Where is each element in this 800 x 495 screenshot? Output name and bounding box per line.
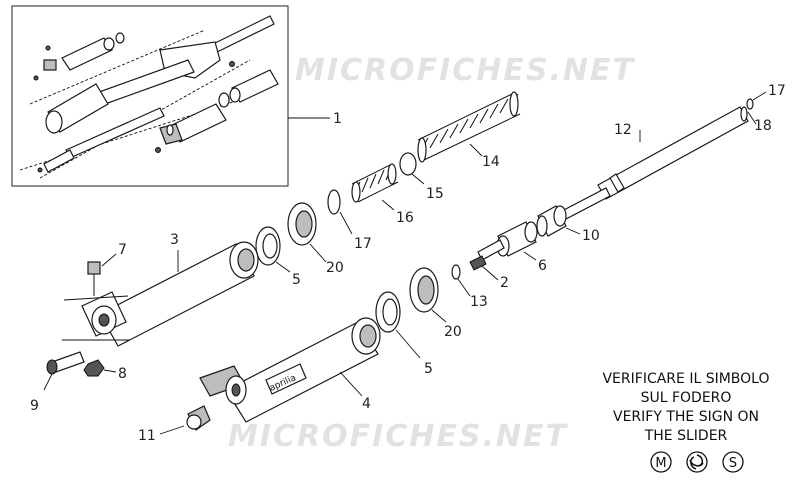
part-16-preload-spring <box>351 163 399 203</box>
part-15-spacer <box>399 152 417 176</box>
callout-2: 2 <box>500 275 509 291</box>
callout-20-lower: 20 <box>444 324 462 340</box>
symbol-s <box>722 451 744 473</box>
callout-5-upper: 5 <box>292 272 301 288</box>
part-11-piston <box>536 205 567 237</box>
part-6-bush <box>477 221 538 261</box>
part-20-seal-lower <box>409 267 439 313</box>
part-5-ring-lower <box>375 291 401 333</box>
part-13-washer <box>451 264 461 280</box>
callout-6: 6 <box>538 258 547 274</box>
callout-11: 10 <box>582 228 600 244</box>
callout-8: 8 <box>118 366 127 382</box>
callout-7: 7 <box>118 242 127 258</box>
part-7-screw <box>87 261 101 296</box>
note-line-2: SUL FODERO <box>641 390 732 406</box>
callout-9: 9 <box>30 398 39 414</box>
callout-3: 3 <box>170 232 179 248</box>
part-8-nut <box>83 359 105 377</box>
note-line-1: VERIFICARE IL SIMBOLO <box>602 371 769 387</box>
part-12-damper-tube <box>559 106 749 221</box>
spiral-icon <box>689 454 704 470</box>
watermark-bottom: MICROFICHES.NET <box>228 419 569 454</box>
note-line-4: THE SLIDER <box>644 428 728 444</box>
callout-19: 18 <box>754 118 772 134</box>
part-17-washer <box>327 189 341 215</box>
assembly-inset <box>11 5 289 187</box>
callout-4: 4 <box>362 396 371 412</box>
callout-17: 17 <box>354 236 372 252</box>
note-line-3: VERIFY THE SIGN ON <box>613 409 759 425</box>
callout-16: 16 <box>396 210 414 226</box>
part-20-seal-upper <box>287 202 317 246</box>
slider-symbols: M S <box>650 451 744 473</box>
part-3-slider <box>62 241 259 347</box>
symbol-m-label: M <box>655 456 666 471</box>
callout-18: 17 <box>768 83 786 99</box>
part-9-bolt <box>46 351 85 375</box>
callout-13: 13 <box>470 294 488 310</box>
part-18-washer <box>746 98 754 110</box>
symbol-s-label: S <box>729 456 737 471</box>
part-4-slider: aprilia <box>199 317 381 423</box>
part-10-cap-nut <box>186 405 211 431</box>
watermark-top: MICROFICHES.NET <box>295 53 636 88</box>
symbol-m <box>650 451 672 473</box>
callout-15: 15 <box>426 186 444 202</box>
part-5-ring-upper <box>255 226 281 266</box>
callout-1: 1 <box>333 111 342 127</box>
slider-sign-note: VERIFICARE IL SIMBOLO SUL FODERO VERIFY … <box>602 371 769 444</box>
part-14-main-spring <box>417 91 521 163</box>
callout-12: 12 <box>614 122 632 138</box>
part-2-bolt <box>469 255 487 271</box>
callout-14: 14 <box>482 154 500 170</box>
callout-5-lower: 5 <box>424 361 433 377</box>
callout-10: 11 <box>138 428 156 444</box>
callout-20-upper: 20 <box>326 260 344 276</box>
